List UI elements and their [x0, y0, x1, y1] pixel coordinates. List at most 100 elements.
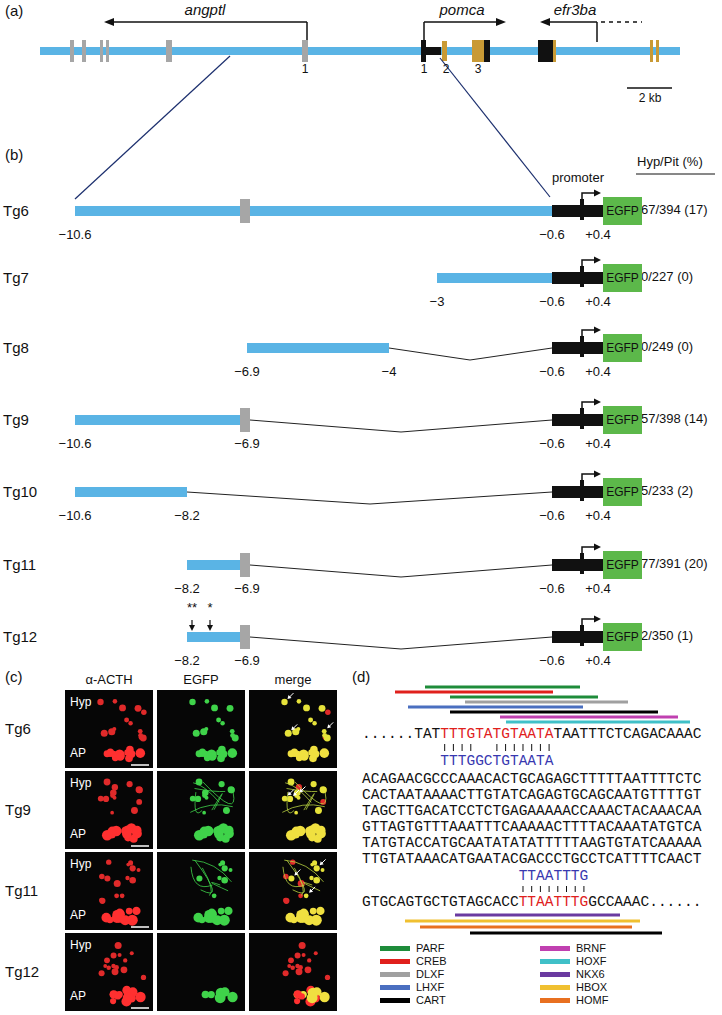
merge-fiber — [295, 782, 326, 804]
coordinate-label: −0.6 — [539, 295, 565, 310]
legend-label: DLXF — [416, 968, 444, 981]
match-tick — [496, 744, 497, 751]
acth-cell — [112, 784, 118, 790]
arrowhead — [594, 471, 601, 478]
ap-cell — [208, 752, 217, 761]
tss-arrow — [582, 193, 595, 199]
legend-swatch — [540, 946, 570, 951]
site-bar — [455, 914, 620, 917]
acth-cell — [97, 699, 103, 705]
panel-letter: (a) — [5, 2, 23, 19]
sequence-segment: TAATTTCTCAGACAAAC — [553, 726, 701, 742]
match-tick — [575, 886, 576, 892]
egfp-cell — [193, 730, 200, 737]
tss-arrow — [582, 619, 595, 625]
ap-cell — [299, 993, 305, 999]
pointer-arrow — [321, 859, 326, 864]
ap-cell — [110, 998, 116, 1004]
panel-letter: (c) — [5, 668, 23, 685]
tss-tick — [580, 408, 584, 429]
arrowhead — [294, 871, 298, 875]
acth-cell — [111, 953, 117, 959]
egfp-cell — [211, 704, 218, 711]
pointer-arrow — [300, 787, 305, 792]
sequence-line: ......TATTTTGTATGTAATATAATTTCTCAGACAAAC — [362, 726, 701, 742]
coordinate-label: −0.6 — [539, 582, 565, 597]
exon — [553, 40, 556, 62]
egfp-cell — [204, 727, 208, 731]
arrowhead — [288, 695, 292, 699]
acth-cell — [118, 953, 122, 957]
ap-cell — [218, 908, 225, 915]
coordinate-label: −6.9 — [234, 654, 260, 669]
acth-cell — [99, 970, 105, 976]
match-tick — [531, 744, 532, 751]
acth-cell — [132, 807, 137, 812]
egfp-cell — [205, 699, 210, 704]
arrowhead — [540, 18, 550, 26]
merge-cell — [303, 704, 310, 711]
sequence-line: GTGCAGTGCTGTAGCACCTTAATTTGGCCAAAC...... — [362, 894, 701, 910]
ap-cell — [133, 826, 142, 835]
ap-cell — [304, 915, 314, 925]
acth-cell — [138, 729, 143, 734]
coordinate-label: −0.6 — [539, 228, 565, 243]
site-bar — [450, 696, 598, 699]
egfp-fiber — [203, 782, 234, 804]
construct-name: Tg6 — [5, 720, 31, 737]
consensus-line: TTTGGCTGTAATA — [440, 753, 553, 769]
ap-cell — [224, 907, 232, 915]
egfp-cell — [230, 729, 235, 734]
exon — [484, 40, 490, 62]
ap-cell — [199, 829, 208, 838]
sequence-segment: GTGCAGTGCTGTAGCACC — [362, 894, 519, 910]
acth-cell — [110, 811, 114, 815]
site-bar — [500, 716, 678, 719]
acth-cell — [136, 787, 142, 793]
micrograph-panel — [157, 690, 245, 768]
merge-cell — [321, 868, 325, 872]
reporter-box: EGFP — [603, 623, 642, 651]
deletion-line — [187, 492, 552, 504]
exon-number: 2 kb — [639, 92, 662, 106]
exon — [240, 553, 250, 577]
tss-arrow — [582, 547, 595, 553]
egfp-cell — [227, 705, 234, 712]
acth-cell — [128, 721, 132, 725]
legend-swatch — [380, 959, 410, 964]
tss-arrow — [424, 21, 498, 23]
egfp-cell — [212, 893, 217, 898]
match-tick — [462, 744, 463, 751]
egfp-cell — [223, 807, 230, 814]
ratio-label: 57/398 (14) — [641, 412, 708, 427]
exon — [442, 41, 447, 61]
reporter-label: EGFP — [606, 197, 639, 225]
reporter-box: EGFP — [603, 334, 642, 362]
arrowhead — [207, 625, 213, 631]
egfp-cell — [228, 787, 234, 793]
sequence-segment: TTAATTTG — [519, 868, 589, 884]
sequence-segment: TTTGTATGTAATA — [440, 726, 553, 742]
ap-cell — [317, 826, 326, 835]
construct-name: Tg9 — [5, 801, 31, 818]
egfp-cell — [220, 721, 224, 725]
tss-arrow — [596, 22, 598, 42]
tss-arrow — [112, 21, 307, 23]
acth-cell — [119, 704, 126, 711]
sequence-segment: TTAATTTG — [519, 894, 589, 910]
region-label: Hyp — [70, 858, 91, 872]
column-header: α-ACTH — [85, 673, 132, 688]
tss-arrow — [548, 21, 597, 23]
scale-bar — [131, 1007, 149, 1009]
acth-cell — [115, 942, 122, 949]
match-tick — [531, 886, 532, 892]
acth-cell — [137, 868, 141, 872]
egfp-cell — [216, 717, 221, 722]
ap-cell — [120, 915, 130, 925]
sequence-line: CACTAATAAAACTTGTATCAGAGTGCAGCAATGTTTTGT — [362, 787, 701, 803]
sequence-segment: GCCAAAC...... — [588, 894, 701, 910]
arrowhead — [594, 616, 601, 623]
ap-cell — [228, 748, 238, 758]
acth-cell — [112, 968, 119, 975]
coordinate-label: −6.9 — [234, 582, 260, 597]
